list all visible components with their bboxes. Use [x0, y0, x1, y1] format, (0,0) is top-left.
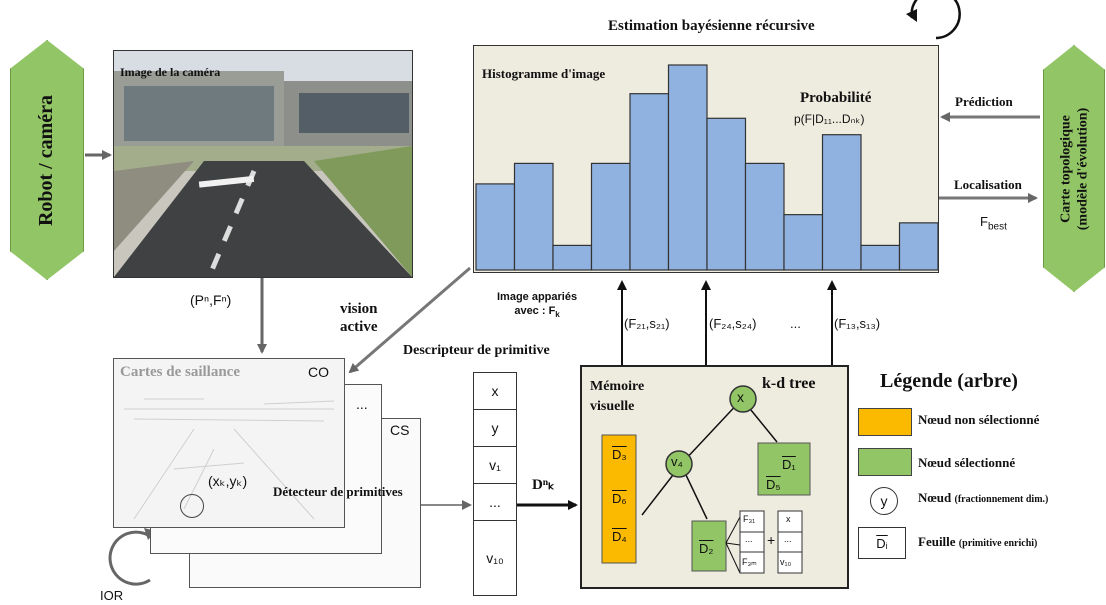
histogram-bar: [667, 64, 708, 271]
leaf-d2: D₂: [699, 541, 714, 556]
pn-fn-label: (Pⁿ,Fⁿ): [190, 292, 232, 308]
saliency-map-1: [113, 358, 345, 528]
leaf-d1: D₁: [782, 457, 796, 472]
carte-line2: (modèle d'évolution): [1075, 107, 1090, 230]
legend-label-3: Nœud (fractionnement dim.): [918, 490, 1049, 505]
estimation-title: Estimation bayésienne récursive: [608, 18, 815, 34]
histogram-bar: [744, 162, 785, 271]
f-cell-3: F₃ₘ: [742, 557, 757, 567]
descriptor-title: Descripteur de primitive: [403, 343, 550, 358]
matched-label: Image appariés avec : Fk: [497, 291, 578, 320]
legend-label-1: Nœud non sélectionné: [918, 412, 1040, 427]
legend-title: Légende (arbre): [880, 370, 1018, 392]
carte-topologique-block: Carte topologique (modèle d'évolution): [1043, 45, 1105, 292]
descriptor-cell-v1: v₁: [474, 447, 516, 484]
histogram-bar: [475, 183, 516, 271]
histogram-bar: [706, 117, 747, 271]
f-cell-2: ...: [745, 534, 753, 544]
x-cell-3: v₁₀: [780, 557, 792, 567]
camera-title: Image de la caméra: [120, 65, 221, 79]
descriptor-cell-x: x: [474, 373, 516, 410]
histogram-bar: [821, 134, 862, 271]
histogram-bar: [860, 244, 901, 271]
leaf-d5: D₅: [766, 477, 781, 492]
histogram-bar: [629, 93, 670, 271]
plus-sign: +: [767, 532, 776, 548]
legend-orange-swatch: [858, 408, 912, 436]
dnk-label: Dⁿₖ: [532, 477, 555, 493]
histogram-panel: Histogramme d'image Probabilité p(F|D₁₁.…: [473, 45, 939, 273]
saliency-xy: (xₖ,yₖ): [208, 473, 248, 489]
localisation-label: Localisation: [954, 177, 1022, 192]
memory-title: Mémoire visuelle: [590, 379, 645, 414]
histogram-bar: [898, 222, 938, 271]
histogram-bar: [552, 244, 593, 271]
kdtree-title: k-d tree: [762, 375, 816, 392]
histogram-chart: [475, 64, 938, 271]
x-cell-2: ...: [784, 534, 792, 544]
prediction-label: Prédiction: [955, 94, 1013, 109]
legend-label-4: Feuille (primitive enrichi): [918, 534, 1038, 549]
probability-title: Probabilité: [800, 90, 872, 106]
memory-panel: Mémoire visuelle k-d tree x v₄ D₃ D₆ D₄ …: [580, 365, 849, 589]
descriptor-cell-y: y: [474, 410, 516, 447]
vision-line1: vision: [340, 301, 378, 317]
histogram-bar: [590, 162, 631, 271]
saliency-co: CO: [308, 364, 329, 380]
arrow-vision-active: [348, 266, 471, 374]
histogram-title: Histogramme d'image: [482, 66, 606, 81]
saliency-title: Cartes de saillance: [120, 364, 240, 380]
saliency-dots: ...: [356, 396, 368, 412]
pair-3: ...: [790, 316, 801, 331]
recursive-loop-icon: [910, 0, 961, 40]
leaf-d3: D₃: [612, 447, 627, 462]
kd-root-node: x: [737, 389, 744, 405]
saliency-texture: [114, 359, 344, 527]
f-cell-1: F₃₁: [743, 514, 756, 524]
histogram-bar: [783, 214, 824, 271]
legend-green-swatch: [858, 448, 912, 476]
saliency-point-marker: [180, 494, 204, 518]
legend-node-symbol: y: [870, 487, 898, 515]
leaf-d6: D₆: [612, 491, 627, 506]
histogram-bar: [513, 162, 554, 271]
vision-active-label: vision active: [340, 300, 378, 336]
x-cell-1: x: [786, 514, 791, 524]
descriptor-cell-dots: ...: [474, 484, 516, 521]
saliency-cs: CS: [390, 422, 410, 438]
leaf-d4: D₄: [612, 529, 627, 544]
descriptor-vector: x y v₁ ... v₁₀: [473, 372, 517, 596]
legend-label-2: Nœud sélectionné: [918, 455, 1016, 470]
detector-label: Détecteur de primitives: [273, 484, 403, 499]
ior-loop-icon: [108, 530, 151, 586]
kdtree-diagram: [601, 385, 811, 574]
pair-4: (F₁₃,s₁₃): [834, 316, 881, 331]
robot-camera-block: Robot / caméra: [10, 40, 84, 280]
camera-image-frame: Image de la caméra: [113, 50, 413, 278]
ior-label: IOR: [100, 588, 124, 603]
vision-line2: active: [340, 319, 378, 335]
fbest-label: Fbest: [980, 214, 1007, 233]
carte-line1: Carte topologique: [1058, 114, 1073, 223]
robot-camera-label: Robot / caméra: [35, 94, 58, 226]
probability-formula: p(F|D₁₁...Dₙₖ): [794, 112, 865, 126]
pair-1: (F₂₁,s₂₁): [624, 316, 670, 331]
descriptor-cell-v10: v₁₀: [486, 550, 504, 566]
camera-photo: [114, 51, 412, 277]
kd-v4-node: v₄: [671, 454, 683, 469]
legend-leaf-symbol: Dᵢ: [858, 527, 906, 559]
pair-2: (F₂₄,s₂₄): [709, 316, 757, 331]
